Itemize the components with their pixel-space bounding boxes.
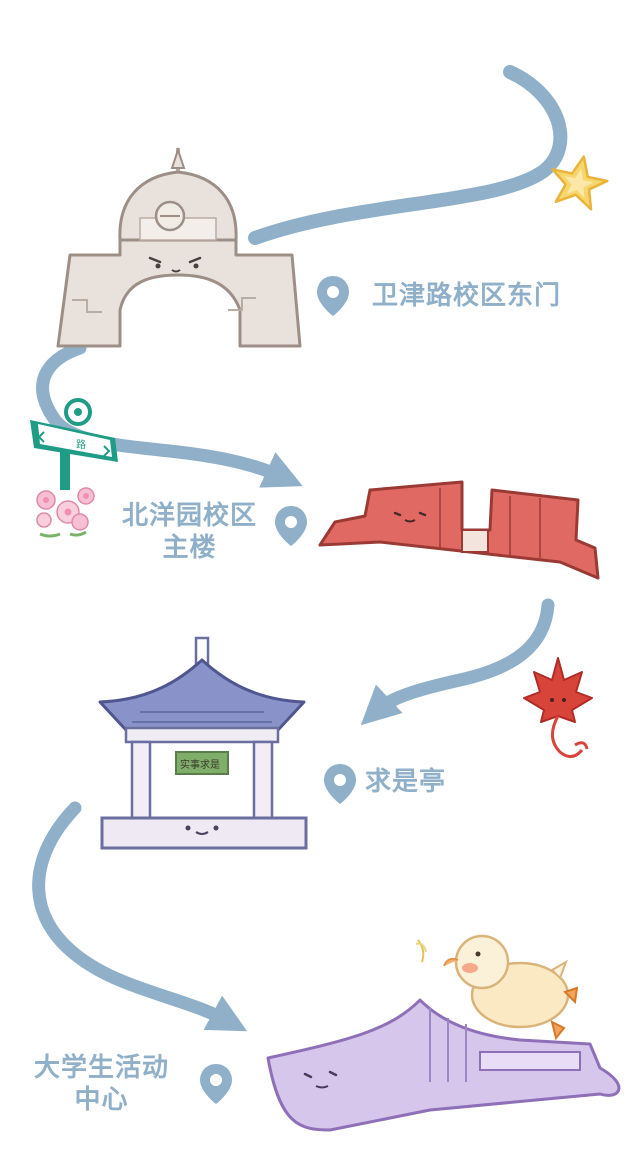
stop-label-line: 主楼 [162, 533, 217, 563]
maple-leaf-icon [523, 657, 593, 758]
location-pin-icon [324, 764, 356, 804]
stop-label-line: 大学生活动 [34, 1053, 170, 1083]
stop-label-line: 求是亭 [365, 767, 447, 797]
street-sign-icon: 路 [30, 398, 118, 490]
location-pin-icon [200, 1064, 232, 1104]
street-sign-text: 路 [76, 438, 86, 451]
stop-label-main-building: 北洋园校区 主楼 [122, 500, 257, 564]
stop-label-line: 北洋园校区 [122, 501, 258, 531]
main-building-illustration [318, 480, 600, 580]
route-segment-4 [32, 801, 248, 1032]
cherry-blossom-icon [36, 487, 95, 538]
location-pin-icon [275, 506, 307, 546]
star-icon [551, 155, 609, 211]
stop-label-east-gate: 卫津路校区东门 [372, 280, 561, 312]
stop-label-pavilion: 求是亭 [365, 766, 446, 798]
pavilion-illustration: 实事求是 [98, 636, 308, 850]
activity-center-illustration [266, 998, 621, 1132]
stop-label-line: 中心 [74, 1085, 129, 1115]
location-pin-icon [317, 276, 349, 316]
route-segment-3 [360, 598, 555, 726]
stop-label-line: 卫津路校区东门 [372, 281, 562, 311]
pavilion-plaque-text: 实事求是 [180, 758, 220, 771]
east-gate-illustration [56, 146, 302, 348]
duck-mascot-icon [415, 934, 579, 1041]
route-segment-1 [248, 65, 568, 245]
stop-label-activity-center: 大学生活动 中心 [34, 1052, 169, 1116]
